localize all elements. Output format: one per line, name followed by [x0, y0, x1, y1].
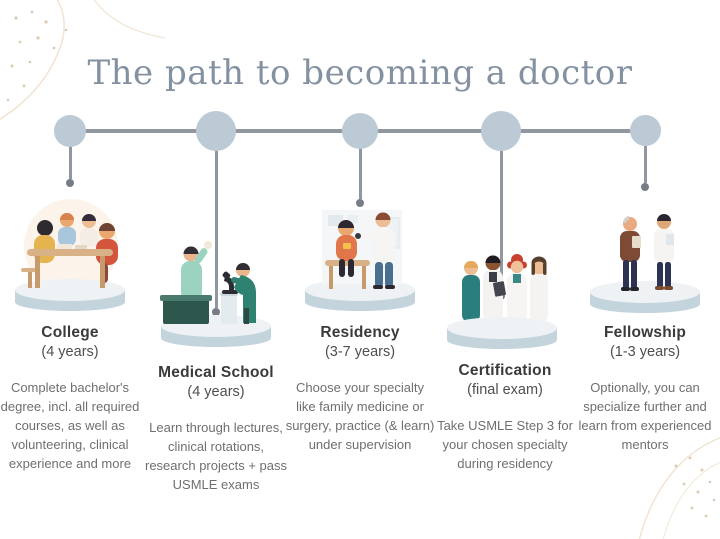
stage-name-college: College	[41, 324, 99, 341]
stage-name-medical-school: Medical School	[158, 364, 274, 381]
stage-college: College (4 years) Complete bachelor's de…	[0, 324, 145, 473]
stage-fellowship: Fellowship (1-3 years) Optionally, you c…	[570, 324, 720, 454]
timeline-node-medical-school	[196, 111, 236, 151]
stage-description-residency: Choose your specialty like family medici…	[285, 380, 435, 452]
stage-name-certification: Certification	[458, 362, 552, 379]
timeline-connector-college	[68, 146, 72, 179]
certification-illustration	[437, 230, 567, 355]
stage-duration-medical-school: (4 years)	[187, 384, 245, 400]
stage-name-residency: Residency	[320, 324, 400, 341]
timeline-connector-dot-college	[66, 179, 74, 187]
medical-school-illustration	[151, 228, 281, 353]
timeline-connector-fellowship	[643, 146, 647, 183]
timeline-node-fellowship	[630, 115, 661, 146]
timeline-connector-medical-school	[214, 150, 218, 308]
timeline-connector-dot-residency	[356, 199, 364, 207]
stage-medical-school: Medical School (4 years) Learn through l…	[141, 364, 291, 494]
residency-illustration	[295, 192, 425, 317]
college-illustration	[5, 192, 135, 317]
stage-duration-college: (4 years)	[41, 344, 99, 360]
stage-description-college: Complete bachelor's degree, incl. all re…	[0, 380, 140, 471]
timeline-connector-certification	[499, 150, 503, 292]
timeline-node-residency	[342, 113, 378, 149]
timeline-node-certification	[481, 111, 521, 151]
stage-description-medical-school: Learn through lectures, clinical rotatio…	[145, 420, 287, 492]
stage-description-fellowship: Optionally, you can specialize further a…	[578, 380, 712, 452]
stage-certification: Certification (final exam) Take USMLE St…	[430, 362, 580, 473]
page-title: The path to becoming a doctor	[87, 52, 633, 93]
stage-duration-fellowship: (1-3 years)	[609, 344, 681, 360]
stage-description-certification: Take USMLE Step 3 for your chosen specia…	[437, 418, 573, 471]
stage-duration-residency: (3-7 years)	[324, 344, 396, 360]
timeline-connector-residency	[358, 148, 362, 199]
stage-residency: Residency (3-7 years) Choose your specia…	[285, 324, 435, 454]
fellowship-illustration	[580, 194, 710, 319]
timeline-connector-dot-fellowship	[641, 183, 649, 191]
stage-duration-certification: (final exam)	[467, 382, 543, 398]
stage-name-fellowship: Fellowship	[603, 324, 687, 341]
timeline-connector-dot-medical-school	[212, 308, 220, 316]
timeline-node-college	[54, 115, 86, 147]
